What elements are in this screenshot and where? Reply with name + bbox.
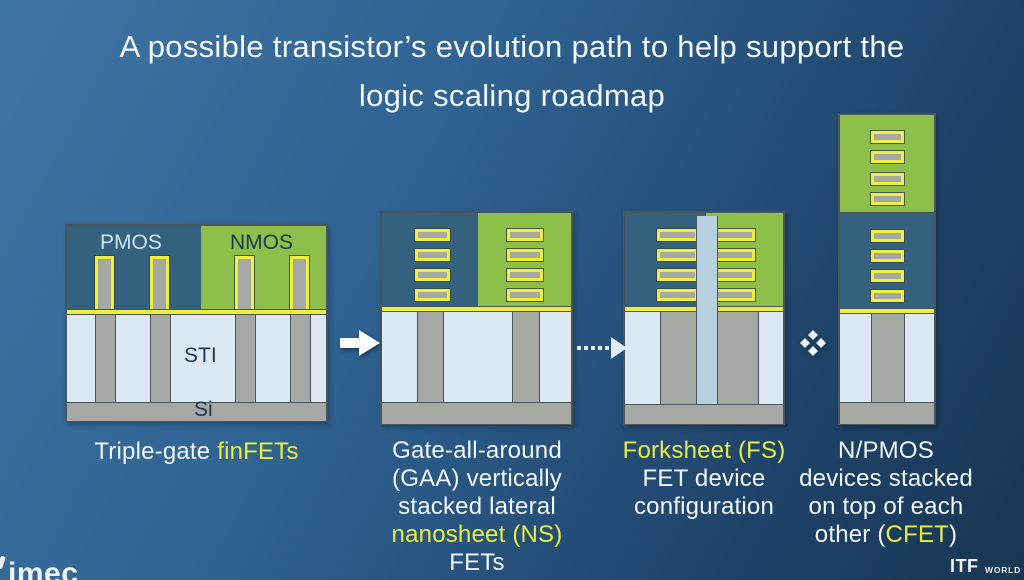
nanosheet bbox=[714, 289, 755, 301]
fin-body bbox=[290, 314, 311, 402]
itf-world-logo: ITF bbox=[950, 556, 979, 576]
silicon-pillar bbox=[512, 311, 540, 402]
finfet-diagram: PMOS NMOS STI Si bbox=[65, 224, 328, 422]
silicon-substrate bbox=[840, 402, 934, 424]
nanosheet bbox=[871, 151, 904, 163]
forksheet-diagram bbox=[623, 211, 785, 425]
block-arrow-right-icon bbox=[338, 327, 382, 364]
nanosheet bbox=[871, 250, 904, 262]
nanosheet bbox=[415, 289, 450, 301]
nanosheet bbox=[871, 270, 904, 282]
dotted-arrow-right-icon bbox=[576, 335, 628, 366]
nanosheet bbox=[714, 269, 755, 281]
pmos-label: PMOS bbox=[100, 231, 162, 254]
silicon-substrate bbox=[382, 402, 571, 424]
diamond-cluster-icon bbox=[800, 330, 826, 362]
caption-finfet: Triple-gate finFETs bbox=[94, 438, 299, 465]
fin-body bbox=[95, 314, 116, 402]
nanosheet bbox=[871, 173, 904, 185]
nanosheet bbox=[507, 269, 543, 281]
pmos-region bbox=[67, 226, 201, 314]
nanosheet bbox=[871, 290, 904, 302]
imec-logo: imec bbox=[8, 557, 79, 580]
gaa-nanosheet-diagram bbox=[380, 211, 573, 425]
fin-body bbox=[235, 314, 256, 402]
nanosheet bbox=[507, 249, 543, 261]
nanosheet bbox=[657, 289, 698, 301]
fin-body bbox=[150, 314, 171, 402]
nanosheet bbox=[871, 131, 904, 143]
nanosheet bbox=[714, 229, 755, 241]
nanosheet bbox=[657, 249, 698, 261]
nanosheet bbox=[714, 249, 755, 261]
fin bbox=[290, 256, 309, 312]
nanosheet bbox=[415, 229, 450, 241]
si-label: Si bbox=[194, 398, 213, 421]
nanosheet bbox=[415, 249, 450, 261]
nanosheet bbox=[507, 289, 543, 301]
nanosheet bbox=[657, 229, 698, 241]
silicon-pillar bbox=[417, 311, 444, 402]
title-line-2: logic scaling roadmap bbox=[358, 78, 666, 113]
cfet-diagram bbox=[838, 113, 936, 425]
imec-logo-mark bbox=[0, 555, 6, 570]
sti-region bbox=[382, 311, 571, 402]
dielectric-wall bbox=[696, 216, 718, 405]
nanosheet bbox=[871, 193, 904, 205]
page-title: A possible transistor’s evolution path t… bbox=[0, 22, 1024, 120]
fin bbox=[95, 256, 114, 312]
silicon-pillar bbox=[871, 313, 905, 402]
nanosheet bbox=[871, 230, 904, 242]
nanosheet bbox=[415, 269, 450, 281]
fin bbox=[235, 256, 254, 312]
sti-label: STI bbox=[184, 344, 217, 367]
nanosheet bbox=[507, 229, 543, 241]
gate-oxide-line bbox=[382, 307, 571, 311]
itf-world-logo-sub: WORLD bbox=[985, 565, 1022, 575]
silicon-substrate bbox=[625, 404, 783, 424]
nmos-label: NMOS bbox=[230, 231, 293, 254]
silicon-substrate bbox=[67, 402, 326, 421]
title-line-1: A possible transistor’s evolution path t… bbox=[119, 29, 905, 64]
gate-oxide-line bbox=[840, 309, 934, 313]
nanosheet bbox=[657, 269, 698, 281]
fin bbox=[150, 256, 169, 312]
gate-oxide-line bbox=[67, 310, 326, 314]
